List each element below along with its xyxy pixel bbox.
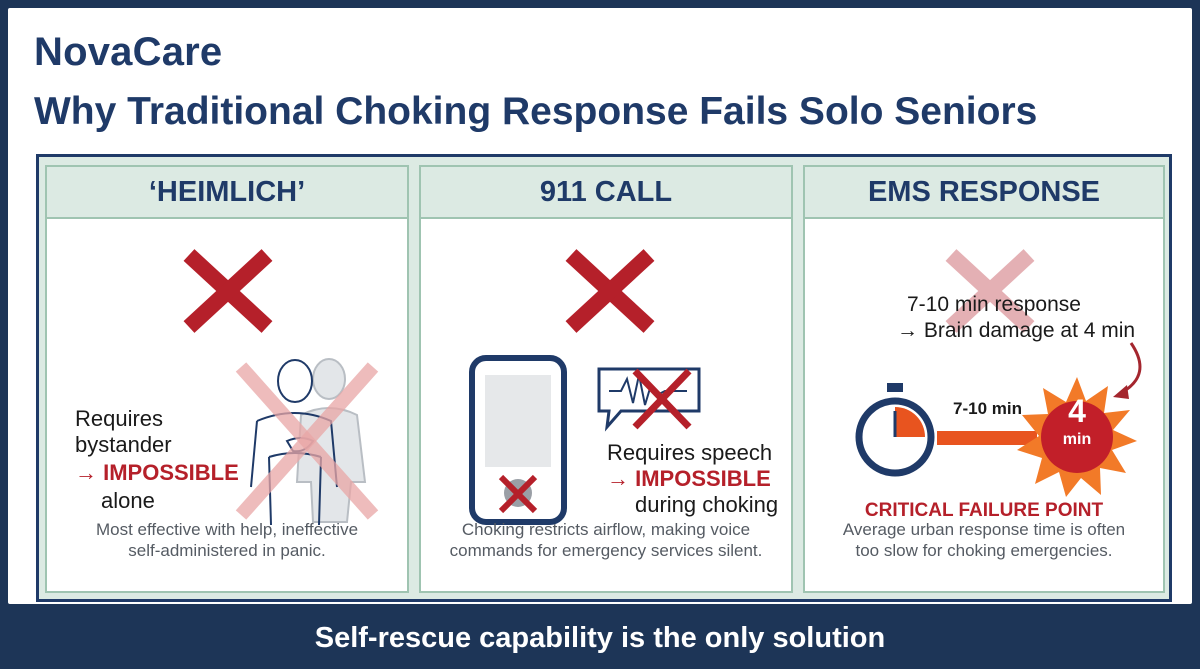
brand-name: NovaCare: [34, 30, 223, 74]
burst-value: 4: [1068, 393, 1086, 429]
burst-unit: min: [1062, 431, 1092, 448]
caption-line: too slow for choking emergencies.: [855, 541, 1113, 560]
impossible-highlight: → IMPOSSIBLE: [75, 460, 239, 485]
requirement-line: Requires speech: [607, 440, 773, 465]
panel-911-call: 911 CALL Requires speech → IMPOSSIBLE: [419, 165, 793, 593]
caption-line: Most effective with help, ineffective: [95, 520, 359, 539]
panel-title: 911 CALL: [421, 167, 791, 219]
requirement-tail: alone: [101, 488, 155, 513]
caption-line: commands for emergency services silent.: [449, 541, 763, 560]
starburst-icon: [1017, 377, 1137, 497]
panel-caption: Choking restricts airflow, making voice …: [431, 519, 781, 561]
panels-container: ‘HEIMLICH’ Requires bystander → IMPOSSIB…: [36, 154, 1172, 602]
footer-banner: Self-rescue capability is the only solut…: [0, 608, 1200, 669]
timer-label: 7-10 min: [953, 399, 1022, 418]
requirement-line: Requires: [75, 406, 164, 431]
panel-caption: Average urban response time is often too…: [815, 519, 1153, 561]
curved-arrow-icon: [1113, 342, 1142, 399]
infographic-sheet: NovaCare Why Traditional Choking Respons…: [8, 8, 1192, 604]
timeline-bar: [937, 431, 1037, 445]
smartphone-icon: [469, 355, 567, 525]
requirement-tail: during choking: [635, 492, 779, 517]
brain-damage-text: → Brain damage at 4 min: [897, 319, 1136, 342]
caption-line: self-administered in panic.: [128, 541, 326, 560]
panel-heimlich: ‘HEIMLICH’ Requires bystander → IMPOSSIB…: [45, 165, 409, 593]
headline: Why Traditional Choking Response Fails S…: [34, 90, 1038, 133]
x-mark-icon: [183, 249, 273, 333]
caption-line: Choking restricts airflow, making voice: [461, 520, 751, 539]
response-time-text: 7-10 min response: [907, 293, 1081, 316]
stopwatch-icon: [855, 383, 935, 477]
panel-title: EMS RESPONSE: [805, 167, 1163, 219]
impossible-highlight: → IMPOSSIBLE: [607, 466, 771, 491]
person-outline-icon: [235, 358, 379, 526]
caption-line: Average urban response time is often: [842, 520, 1126, 539]
panel-title: ‘HEIMLICH’: [47, 167, 407, 219]
x-mark-icon: [565, 249, 655, 333]
critical-failure-label: CRITICAL FAILURE POINT: [864, 500, 1104, 521]
speech-waveform-icon: [597, 367, 701, 432]
x-mark-icon: [945, 249, 1035, 333]
panel-caption: Most effective with help, ineffective se…: [57, 519, 397, 561]
requirement-line: bystander: [75, 432, 172, 457]
panel-ems-response: EMS RESPONSE 7-10 min response → Brain d…: [803, 165, 1165, 593]
